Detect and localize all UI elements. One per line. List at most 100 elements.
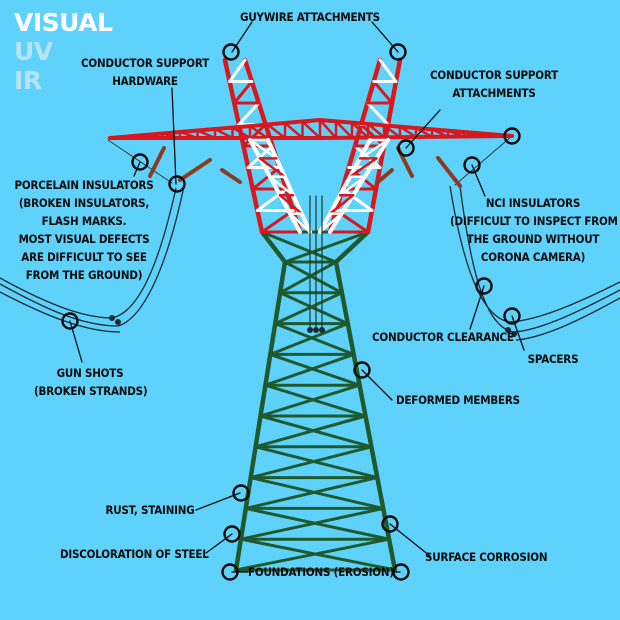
label-gun-shots: GUN SHOTS (BROKEN STRANDS) [34, 366, 148, 398]
body-lower-brace [263, 383, 367, 418]
leader-line [231, 21, 253, 53]
leader-line [511, 315, 525, 351]
marker-conductor-clearance [475, 277, 493, 295]
conductor-line [459, 185, 620, 333]
inner-v-right-brace [358, 138, 390, 160]
inner-v-right-brace [328, 193, 355, 215]
inner-v-left-rail [266, 138, 312, 234]
right-crossarm-brace [430, 128, 450, 138]
inner-v-right-brace [338, 175, 367, 197]
right-crossarm-brace [334, 120, 354, 139]
inner-v-left-brace [248, 138, 278, 160]
left-crossarm-brace [231, 126, 252, 140]
body-lower-brace [278, 260, 338, 295]
left-peak-brace [228, 58, 247, 83]
left-peak-brace [242, 123, 268, 148]
label-discoloration-of-steel: DISCOLORATION OF STEEL [60, 547, 209, 561]
marker-foundation-right [392, 563, 410, 581]
spacer-bolt [115, 319, 121, 325]
leader-line [371, 21, 399, 53]
marker-porcelain-insulator [131, 153, 149, 171]
marker-nci-insulator [463, 156, 481, 174]
defect-markers [61, 43, 521, 581]
nci-insulator [376, 168, 394, 184]
marker-deformed-members [353, 361, 371, 379]
label-conductor-support-hardware: CONDUCTOR SUPPORT HARDWARE [81, 56, 209, 88]
body-lower-brace [254, 414, 367, 449]
body-lower-brace [259, 383, 362, 418]
body-lower-brace [268, 322, 350, 356]
left-peak-brace [255, 187, 288, 212]
right-crossarm-brace [318, 118, 338, 140]
spacer-bolt [511, 331, 517, 337]
right-crossarm-brace [414, 126, 434, 139]
left-peak-brace [232, 80, 254, 105]
leader-line [205, 533, 233, 554]
shield-wire [454, 135, 513, 186]
body-waist-leg [333, 229, 371, 265]
inner-v-left-brace [278, 193, 303, 215]
leader-line [171, 87, 177, 185]
left-crossarm-brace [266, 123, 287, 140]
leader-line [195, 492, 241, 511]
body-lower-brace [234, 537, 391, 572]
right-peak-brace [366, 101, 390, 126]
right-peak-brace [378, 58, 398, 83]
left-crossarm-brace [161, 132, 182, 140]
right-crossarm-brace [398, 125, 418, 139]
mode-visual: VISUAL [14, 8, 113, 37]
hanger-weight [313, 327, 319, 333]
conductor-line [0, 291, 121, 333]
left-peak-brace [237, 101, 261, 126]
marker-conductor-support-attachments-b [503, 127, 521, 145]
right-peak-brace [341, 187, 374, 212]
label-porcelain-insulators: PORCELAIN INSULATORS (BROKEN INSULATORS,… [14, 178, 154, 282]
label-surface-corrosion: SURFACE CORROSION [425, 550, 548, 564]
lattice-tower [108, 57, 514, 573]
porcelain-insulator [148, 146, 166, 178]
label-rust-staining: RUST, STAINING [105, 503, 195, 517]
inner-v-right-brace [318, 212, 343, 234]
left-crossarm-brace [178, 130, 199, 140]
marker-gun-shots [61, 312, 79, 330]
inner-v-left-brace [288, 212, 312, 234]
left-crossarm-brace [126, 135, 147, 140]
inner-v-right-rail [328, 138, 390, 234]
hanger-weight [307, 327, 313, 333]
marker-spacers [503, 307, 521, 325]
marker-conductor-support-attachments-a [397, 139, 415, 157]
right-crossarm-brace [478, 132, 498, 138]
left-crossarm-brace [248, 124, 269, 140]
label-spacers: SPACERS [527, 352, 579, 366]
left-crossarm-brace [196, 129, 217, 140]
mode-uv: UV [14, 37, 53, 66]
right-peak-brace [359, 123, 386, 148]
marker-foundation-left [221, 563, 239, 581]
body-lower-brace [263, 352, 356, 387]
mode-ir: IR [14, 66, 42, 95]
right-peak-brace [372, 80, 394, 105]
hanger-weight [319, 327, 325, 333]
marker-guywire-right [389, 43, 407, 61]
inner-v-right-rail [318, 138, 372, 234]
right-crossarm-brace [446, 129, 466, 138]
label-conductor-clearance: CONDUCTOR CLEARANCE [372, 330, 514, 344]
body-lower-brace [249, 445, 373, 480]
spacer-bolt [505, 327, 511, 333]
right-crossarm-brace [462, 130, 482, 138]
body-lower-brace [278, 291, 350, 326]
body-lower-brace [239, 506, 385, 541]
left-peak-brace [251, 166, 281, 191]
left-crossarm-brace [283, 121, 304, 140]
nci-insulator [436, 156, 462, 188]
body-lower-brace [273, 322, 356, 356]
conductor-wires [0, 135, 620, 341]
marker-discoloration [223, 525, 241, 543]
porcelain-insulator [220, 168, 242, 184]
body-lower-brace [273, 291, 344, 326]
spacer-bolt [109, 315, 115, 321]
label-nci-insulators: NCI INSULATORS (DIFFICULT TO INSPECT FRO… [450, 196, 618, 264]
body-lower-brace [244, 476, 379, 510]
conductor-line [515, 297, 620, 341]
